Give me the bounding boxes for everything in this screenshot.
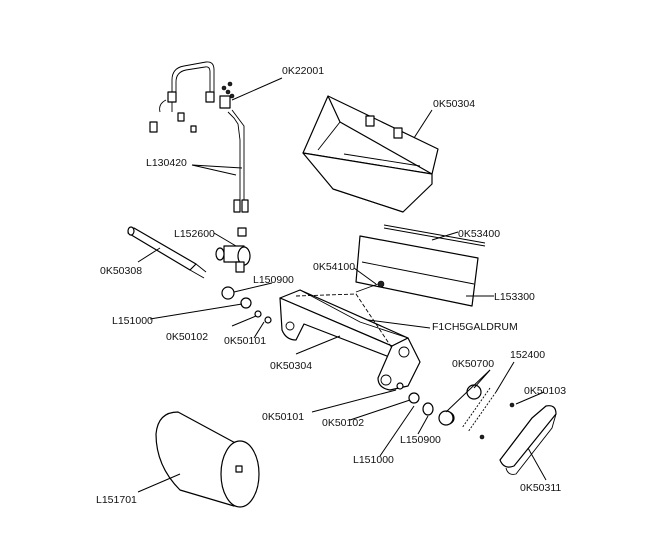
label-0k22001: 0K22001 <box>282 65 324 77</box>
scraper-blade <box>355 224 486 307</box>
label-0k50311: 0K50311 <box>520 482 561 494</box>
label-f1ch5galdrum: F1CH5GALDRUM <box>432 321 518 333</box>
motor-pump <box>215 245 251 273</box>
label-0k50700: 0K50700 <box>452 358 494 370</box>
label-l151000-bottom: L151000 <box>353 454 394 466</box>
label-0k53400: 0K53400 <box>458 228 500 240</box>
label-l150900-top: L150900 <box>253 274 294 286</box>
label-0k50304-bucket: 0K50304 <box>433 98 475 110</box>
hydraulic-hose-assembly <box>149 61 249 237</box>
label-l152600: L152600 <box>174 228 215 240</box>
label-0k50103: 0K50103 <box>524 385 566 397</box>
label-0k50101-bottom: 0K50101 <box>262 411 304 423</box>
label-0k50102-bottom: 0K50102 <box>322 417 364 429</box>
label-0k50304-frame: 0K50304 <box>270 360 312 372</box>
label-l153300: L153300 <box>494 291 535 303</box>
bucket <box>302 95 439 213</box>
label-l151701: L151701 <box>96 494 137 506</box>
label-l150900-bottom: L150900 <box>400 434 441 446</box>
label-0k50101-top: 0K50101 <box>224 335 266 347</box>
frame <box>279 280 421 391</box>
label-l130420: L130420 <box>146 157 187 169</box>
label-152400: 152400 <box>510 349 545 361</box>
chain-drive <box>438 384 515 440</box>
roller-shaft <box>127 226 207 279</box>
label-0k50102-top: 0K50102 <box>166 331 208 343</box>
leader-lines <box>137 77 547 493</box>
chain-guard <box>499 405 557 475</box>
bearing-set-top <box>221 286 272 324</box>
label-l151000-top: L151000 <box>112 315 153 327</box>
label-0k50308: 0K50308 <box>100 265 142 277</box>
part-labels: 0K22001 L130420 0K50304 L152600 0K50308 … <box>96 65 566 506</box>
label-0k54100: 0K54100 <box>313 261 355 273</box>
drum <box>155 411 260 508</box>
